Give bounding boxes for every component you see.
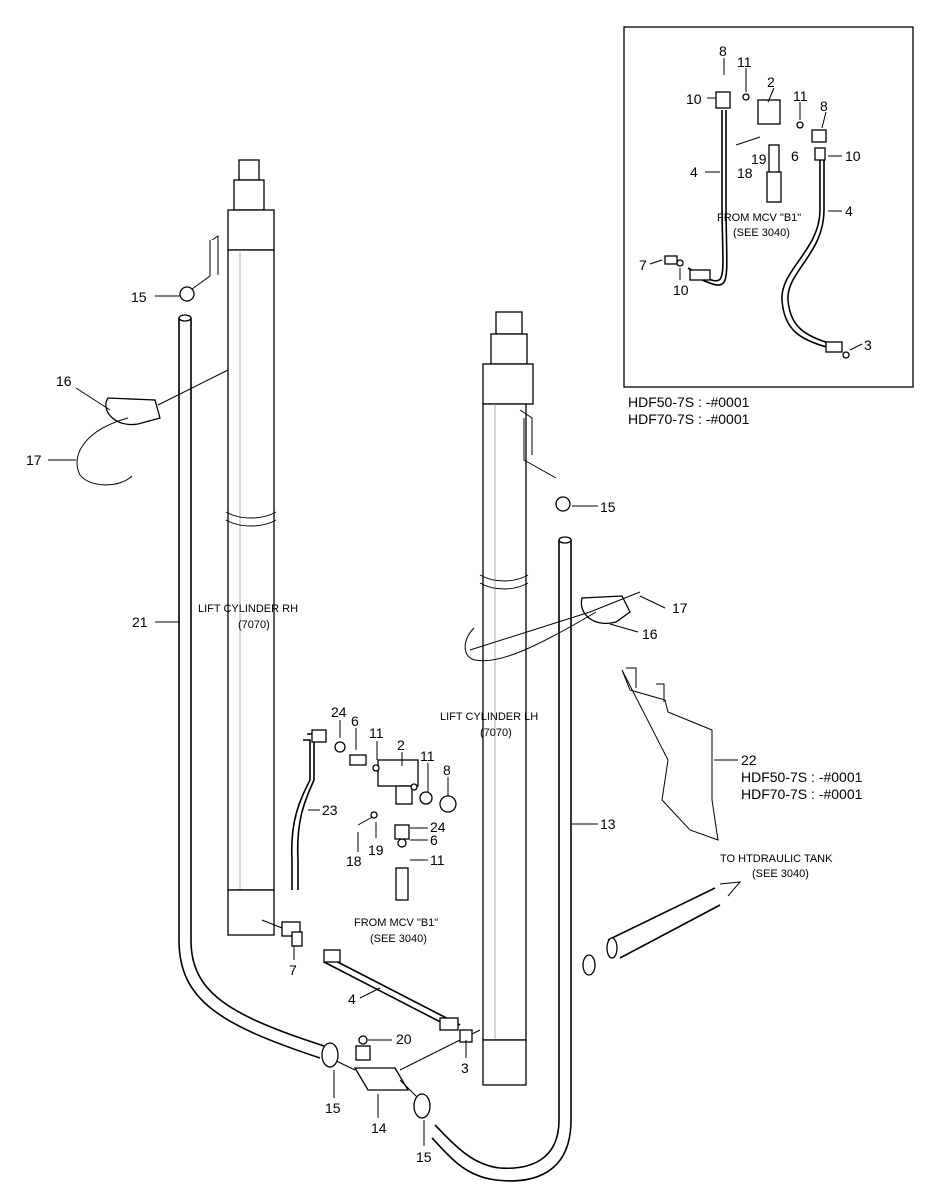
block-14 xyxy=(321,1029,481,1119)
cylinder-lh-ref: (7070) xyxy=(480,727,512,739)
hose-4 xyxy=(323,949,461,1031)
inset-label: 18 xyxy=(737,165,753,181)
main-see-ref: (SEE 3040) xyxy=(370,933,427,945)
part-label: 18 xyxy=(346,853,362,869)
part-label: 7 xyxy=(289,962,297,978)
part-label: 24 xyxy=(430,819,446,835)
inset-label: 3 xyxy=(864,337,872,353)
part-label: 13 xyxy=(600,816,616,832)
cylinder-rh-label: LIFT CYLINDER RH xyxy=(198,603,298,615)
part-label: 17 xyxy=(26,452,42,468)
part-label: 20 xyxy=(396,1031,412,1047)
clamp-15-top-lh xyxy=(555,496,571,512)
inset-label: 19 xyxy=(751,151,767,167)
tube-13 xyxy=(431,536,572,1182)
inset-label: 8 xyxy=(820,98,828,114)
part-label: 6 xyxy=(351,713,359,729)
lift-cylinder-lh xyxy=(479,311,557,1086)
part-label: 15 xyxy=(416,1149,432,1165)
inset-label: 10 xyxy=(845,148,861,164)
inset-label: 2 xyxy=(767,74,775,90)
part-label: 16 xyxy=(642,626,658,642)
part-label: 15 xyxy=(131,289,147,305)
part-label: 22 xyxy=(741,752,757,768)
cylinder-rh-ref: (7070) xyxy=(238,619,270,631)
part-label: 17 xyxy=(672,600,688,616)
inset-model-1: HDF50-7S : -#0001 xyxy=(628,394,750,410)
leader-lines xyxy=(48,295,738,1146)
bracket-22 xyxy=(621,667,719,841)
part-label: 3 xyxy=(461,1060,469,1076)
inset-detail: 8 11 2 11 8 10 10 4 18 19 6 4 7 10 3 FRO… xyxy=(623,26,914,388)
inset-label: 4 xyxy=(690,164,698,180)
manifold-block xyxy=(334,741,457,901)
tank-see-ref: (SEE 3040) xyxy=(752,868,809,880)
inset-label: 10 xyxy=(686,91,702,107)
clamp-15-top-rh xyxy=(179,286,195,302)
bracket-model-1: HDF50-7S : -#0001 xyxy=(741,769,863,785)
part-label: 15 xyxy=(325,1100,341,1116)
part-label: 8 xyxy=(443,762,451,778)
tube-21 xyxy=(178,314,325,1059)
part-label: 11 xyxy=(369,725,384,741)
inset-label: 11 xyxy=(793,88,808,104)
inset-model-2: HDF70-7S : -#0001 xyxy=(628,411,750,427)
inset-label: 10 xyxy=(673,282,689,298)
part-label: 11 xyxy=(420,748,435,764)
bracket-model-2: HDF70-7S : -#0001 xyxy=(741,786,863,802)
inset-label: 11 xyxy=(737,54,752,70)
main-from-mcv: FROM MCV "B1" xyxy=(354,917,438,929)
part-label: 4 xyxy=(348,991,356,1007)
part-label: 11 xyxy=(430,852,445,868)
part-label: 23 xyxy=(322,802,338,818)
tee-7 xyxy=(261,919,303,947)
part-label: 19 xyxy=(368,842,384,858)
hose-23 xyxy=(290,729,327,890)
inset-see-ref: (SEE 3040) xyxy=(733,227,790,239)
part-label: 6 xyxy=(430,832,438,848)
inset-label: 8 xyxy=(719,43,727,59)
clamp-16-lh xyxy=(464,591,641,662)
inset-label: 7 xyxy=(639,257,647,273)
part-label: 16 xyxy=(56,373,72,389)
cylinder-lh-label: LIFT CYLINDER LH xyxy=(440,711,538,723)
part-label: 15 xyxy=(600,499,616,515)
inset-label: 4 xyxy=(845,203,853,219)
tank-return-pipe xyxy=(582,881,742,976)
part-label: 21 xyxy=(132,614,148,630)
lift-cylinder-rh xyxy=(187,159,277,936)
part-label: 2 xyxy=(397,737,405,753)
tank-label: TO HTDRAULIC TANK xyxy=(720,853,833,865)
clamp-16-rh xyxy=(76,369,229,486)
part-label: 14 xyxy=(371,1120,387,1136)
inset-from-mcv: FROM MCV "B1" xyxy=(717,212,801,224)
inset-label: 6 xyxy=(791,148,799,164)
part-label: 24 xyxy=(331,704,347,720)
